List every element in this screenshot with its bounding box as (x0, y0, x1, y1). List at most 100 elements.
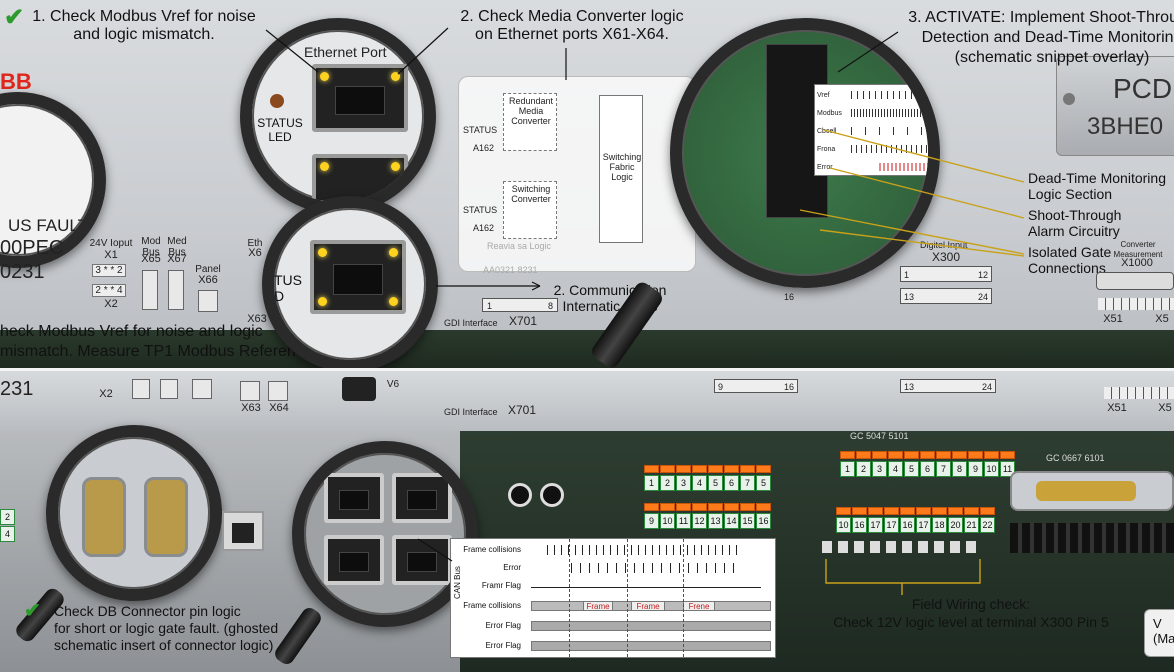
x63-label: X63 (247, 313, 267, 325)
a162-label-1: A162 (473, 143, 495, 153)
ethernet-port-x64 (392, 535, 452, 585)
header-pins (1010, 523, 1174, 553)
gdi-interface-label: GDI Interface (444, 318, 498, 328)
timing-row-label: Error Flag (485, 641, 521, 650)
x1000-label: X1000 (1121, 257, 1153, 269)
terminal-pin: 9 (968, 461, 983, 477)
can-bus-timing-diagram: Frame collisions Error Framr Flag Frame … (450, 538, 776, 658)
gc-label-2: GC 0667 6101 (1046, 453, 1105, 463)
error-trace (571, 563, 741, 573)
error-flag-bar-2 (531, 641, 771, 651)
db-connector-1 (82, 477, 126, 557)
plate-text-2: 3BHE0 (1087, 113, 1164, 140)
terminal-pin: 9 (644, 513, 659, 529)
ethernet-magnifier: Ethernet Port STATUS LED (240, 18, 436, 214)
db25-connector (1010, 471, 1174, 511)
error-flag-bar (531, 621, 771, 631)
activity-led (391, 72, 400, 81)
callout-dead-time: Dead-Time Monitoring Logic Section (1028, 170, 1166, 202)
db25-pins (1036, 481, 1136, 501)
terminal-pin: 2 (660, 475, 675, 491)
ghost-text-2: AA0321 8231 (483, 265, 538, 275)
gdi-interface-label: GDI Interface (444, 407, 498, 417)
d13-label: 13 (904, 292, 915, 302)
ghost-text-1: Reavia sa Logic (487, 241, 552, 251)
db-connector-note: Check DB Connector pin logic for short o… (54, 603, 279, 653)
n9-label: 9 (718, 382, 724, 392)
port-x65 (132, 379, 150, 399)
frame-segment: Frame (631, 601, 665, 611)
x51-connector (1104, 387, 1174, 399)
med-bus-label: Med Bus (167, 236, 187, 258)
switching-fabric-block: Switching Fabric Logic (599, 95, 643, 243)
marker-line (683, 539, 684, 657)
frona-label: Frona (817, 146, 836, 153)
activity-led (389, 297, 398, 306)
terminal-pin: 16 (756, 513, 771, 529)
terminal-pin: 22 (980, 517, 995, 533)
orange-clips-b (840, 451, 1015, 459)
marker-line (569, 539, 570, 657)
vref-trace (851, 91, 928, 99)
terminal-pin: 2 (0, 509, 15, 525)
x67-connector (168, 270, 184, 310)
port-socket (339, 489, 369, 510)
callout-isolated-gate: Isolated Gate Connections (1028, 244, 1112, 276)
v6-label: V6 (386, 379, 400, 390)
x300-row-1: 1 12 (900, 266, 992, 282)
frame-flag-trace (531, 587, 761, 588)
x300-label: X300 (931, 250, 961, 264)
ethernet-port-x63 (310, 240, 406, 314)
status-label-1: STATUS (463, 125, 498, 135)
x5-label: X5 (1155, 313, 1169, 325)
ethernet-port-upper (312, 64, 408, 132)
x67-label: X67 (167, 253, 187, 265)
x701-pin-8: 8 (547, 301, 553, 311)
terminal-pin: 10 (984, 461, 999, 477)
x66-label: X66 (198, 274, 218, 286)
plate-text-1: PCD (1113, 73, 1173, 104)
port-socket (339, 551, 369, 572)
activity-led (391, 162, 400, 171)
x701-label: X701 (507, 403, 537, 417)
status-led-label: STATUS LED (257, 116, 303, 144)
vref-label: Vref (817, 92, 830, 99)
terminal-pin: 4 (692, 475, 707, 491)
x1-pins-a: 3 * * 2 (92, 264, 126, 277)
terminal-pin: 14 (724, 513, 739, 529)
frame-segment: Frame (583, 601, 613, 611)
step1-label: 1. Check Modbus Vref for noise and logic… (32, 8, 256, 43)
cbcell-trace (851, 127, 928, 135)
x5-label: X5 (1158, 402, 1172, 414)
marker-line (627, 539, 628, 657)
timing-row-label: Framr Flag (481, 581, 521, 590)
timing-row-label: Error Flag (485, 621, 521, 630)
connector-13-24: 13 24 (900, 379, 996, 393)
terminal-pin: 5 (756, 475, 771, 491)
step3-label: 3. ACTIVATE: Implement Shoot-Through Det… (908, 9, 1174, 66)
db-connector-2 (144, 477, 188, 557)
terminal-pin: 15 (740, 513, 755, 529)
terminal-pin: 1 (840, 461, 855, 477)
pcb-magnifier: Vref Modbus Cbcell Frona Error (670, 18, 940, 288)
ethernet-magnifier-lower: TUS D (262, 196, 438, 368)
terminal-pin: 13 (708, 513, 723, 529)
terminal-pin: 5 (708, 475, 723, 491)
d12-label: 12 (977, 270, 988, 280)
terminal-pin: 17 (916, 517, 931, 533)
modbus-trace (851, 109, 928, 117)
media-converter-schematic: Redundant Media Converter Switching Conv… (458, 76, 696, 275)
panel-label: Panel (195, 264, 221, 275)
x701-connector: 1 8 (482, 298, 558, 312)
terminal-pin: 1 (644, 475, 659, 491)
plate-screw (1063, 93, 1075, 105)
terminal-pin: 6 (920, 461, 935, 477)
a162-label-2: A162 (473, 223, 495, 233)
terminal-pin: 20 (948, 517, 963, 533)
orange-clips-a2 (644, 503, 771, 511)
gc-label-1: GC 5047 5101 (850, 431, 909, 441)
